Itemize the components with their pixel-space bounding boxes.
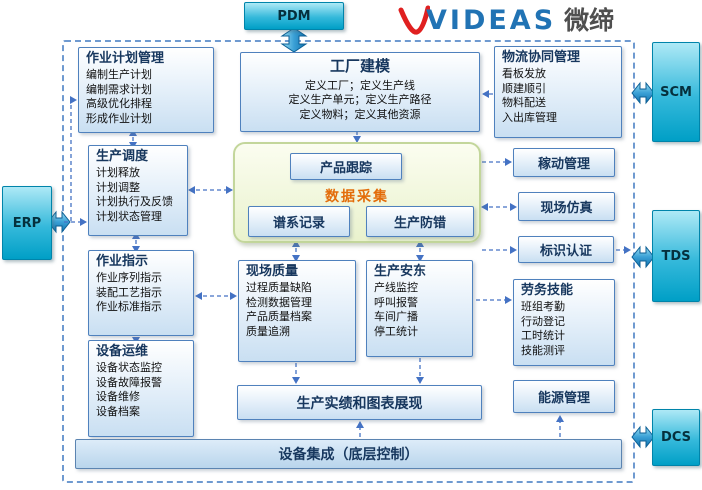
module-item: 定义物料；定义其他资源 [299,107,421,121]
module-identification: 标识认证 [518,236,614,263]
module-item: 设备故障报警 [96,375,162,389]
tds-link-arrow [631,245,655,269]
logo-swoosh-icon [398,5,430,35]
module-title: 物流协同管理 [502,50,581,65]
module-simulation: 现场仿真 [518,192,615,221]
module-equipment-maintenance: 设备运维 设备状态监控 设备故障报警 设备维修 设备档案 [88,340,194,437]
module-item: 设备状态监控 [96,361,162,375]
module-item: 产线监控 [374,281,418,295]
module-title: 生产实绩和图表展现 [296,395,423,412]
module-item: 班组考勤 [521,300,565,314]
module-reporting: 生产实绩和图表展现 [237,385,482,420]
module-title: 标识认证 [539,244,592,259]
data-collection-hub: 产品跟踪 数据采集 谱系记录 生产防错 [233,142,481,243]
module-title: 稼动管理 [537,157,590,172]
module-item: 产品质量档案 [246,310,312,324]
module-title: 劳务技能 [521,283,574,298]
module-item: 行动登记 [521,314,565,328]
hub-box-label: 谱系记录 [272,216,325,231]
external-system-erp: ERP [2,186,52,260]
hub-error-proofing: 生产防错 [366,206,474,237]
module-scheduling: 生产调度 计划释放 计划调整 计划执行及反馈 计划状态管理 [88,145,188,236]
module-title: 设备集成（底层控制） [278,447,419,463]
module-job-planning: 作业计划管理 编制生产计划 编制需求计划 高级优化排程 形成作业计划 [78,47,214,133]
module-item: 物料配送 [502,96,546,110]
module-item: 编制生产计划 [86,68,152,82]
external-system-scm: SCM [652,42,700,142]
module-title: 作业指示 [96,254,149,269]
module-title: 现场仿真 [540,201,593,216]
external-system-tds: TDS [652,210,700,302]
module-item: 呼叫报警 [374,295,418,309]
module-oee: 稼动管理 [513,148,615,177]
module-item: 定义工厂；定义生产线 [305,78,415,92]
module-quality: 现场质量 过程质量缺陷 检测数据管理 产品质量档案 质量追溯 [238,260,356,362]
module-factory-modeling: 工厂建模 定义工厂；定义生产线 定义生产单元；定义生产路径 定义物料；定义其他资… [240,52,480,132]
erp-label: ERP [12,215,42,231]
module-title: 生产安东 [374,264,427,279]
module-item: 工时统计 [521,329,565,343]
module-work-instruction: 作业指示 作业序列指示 装配工艺指示 作业标准指示 [88,250,194,336]
module-item: 入出库管理 [502,110,557,124]
module-item: 顺建顺引 [502,81,546,95]
module-title: 工厂建模 [329,57,390,75]
hub-box-label: 生产防错 [393,216,446,231]
module-logistics: 物流协同管理 看板发放 顺建顺引 物料配送 入出库管理 [494,46,622,138]
module-item: 高级优化排程 [86,97,152,111]
scm-link-arrow [631,81,655,105]
module-energy: 能源管理 [513,380,615,413]
external-system-pdm: PDM [244,2,344,30]
module-item: 停工统计 [374,324,418,338]
scm-label: SCM [660,84,692,100]
module-item: 计划状态管理 [96,209,162,223]
module-title: 现场质量 [246,264,299,279]
module-title: 作业计划管理 [86,51,165,66]
external-system-dcs: DCS [652,409,700,466]
module-item: 看板发放 [502,67,546,81]
module-item: 设备维修 [96,390,140,404]
brand-name: VIDEAS [426,4,557,36]
module-item: 编制需求计划 [86,82,152,96]
module-item: 技能测评 [521,343,565,357]
brand-name-cn: 微缔 [564,5,615,35]
module-title: 生产调度 [96,149,149,164]
hub-product-tracking: 产品跟踪 [290,153,402,180]
module-device-integration: 设备集成（底层控制） [75,439,622,469]
module-item: 装配工艺指示 [96,285,162,299]
pdm-label: PDM [277,8,311,24]
module-item: 设备档案 [96,404,140,418]
module-item: 过程质量缺陷 [246,281,312,295]
module-item: 作业序列指示 [96,271,162,285]
module-item: 形成作业计划 [86,111,152,125]
module-labor-skills: 劳务技能 班组考勤 行动登记 工时统计 技能测评 [513,279,615,366]
module-item: 计划执行及反馈 [96,195,173,209]
module-item: 检测数据管理 [246,295,312,309]
tds-label: TDS [661,248,691,264]
dcs-label: DCS [661,430,691,445]
module-item: 计划调整 [96,180,140,194]
videas-logo: VIDEAS 微缔 [398,4,614,36]
module-item: 车间广播 [374,310,418,324]
module-item: 作业标准指示 [96,300,162,314]
module-title: 能源管理 [537,391,590,406]
hub-data-collection-label: 数据采集 [325,189,389,205]
dcs-link-arrow [631,425,655,449]
hub-box-label: 产品跟踪 [319,161,372,176]
module-title: 设备运维 [96,344,149,359]
module-item: 质量追溯 [246,324,290,338]
module-item: 计划释放 [96,166,140,180]
module-andon: 生产安东 产线监控 呼叫报警 车间广播 停工统计 [366,260,473,357]
module-item: 定义生产单元；定义生产路径 [288,93,432,107]
hub-genealogy: 谱系记录 [248,206,350,237]
